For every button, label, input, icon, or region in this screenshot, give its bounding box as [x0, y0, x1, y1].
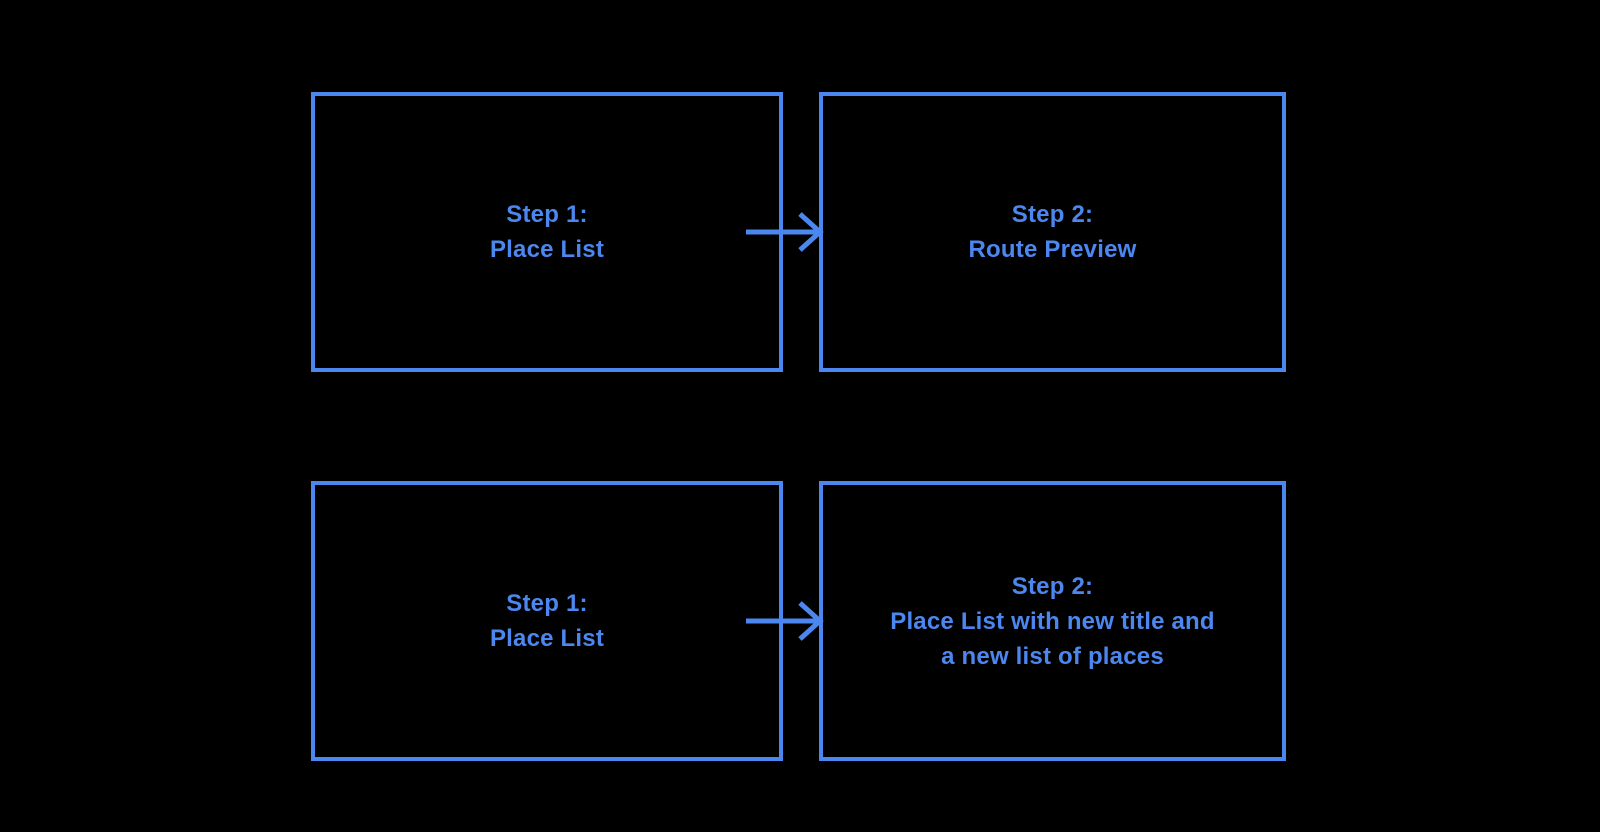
label-line: Step 1:: [506, 201, 588, 228]
flow2-step2-box: Step 2: Place List with new title and a …: [819, 481, 1286, 761]
flow1-step1-box: Step 1: Place List: [311, 92, 783, 372]
flow1-step2-box: Step 2: Route Preview: [819, 92, 1286, 372]
arrow-right-icon: [746, 601, 824, 641]
flow2-step2-label: Step 2: Place List with new title and a …: [890, 569, 1215, 674]
label-line: Place List: [489, 625, 605, 652]
flow1-step2-label: Step 2: Route Preview: [969, 197, 1137, 267]
label-line: Step 1:: [506, 590, 588, 617]
label-line: a new list of places: [941, 642, 1164, 670]
label-line: Place List: [489, 236, 605, 263]
label-line: Step 2:: [1011, 201, 1094, 228]
label-line: Route Preview: [968, 236, 1137, 263]
flow1-step1-label: Step 1: Place List: [490, 197, 604, 267]
flow2-step1-box: Step 1: Place List: [311, 481, 783, 761]
flow2-step1-label: Step 1: Place List: [490, 586, 604, 656]
arrow-right-icon: [746, 212, 824, 252]
label-line: Step 2:: [1011, 572, 1094, 600]
label-line: Place List with new title and: [890, 607, 1215, 635]
